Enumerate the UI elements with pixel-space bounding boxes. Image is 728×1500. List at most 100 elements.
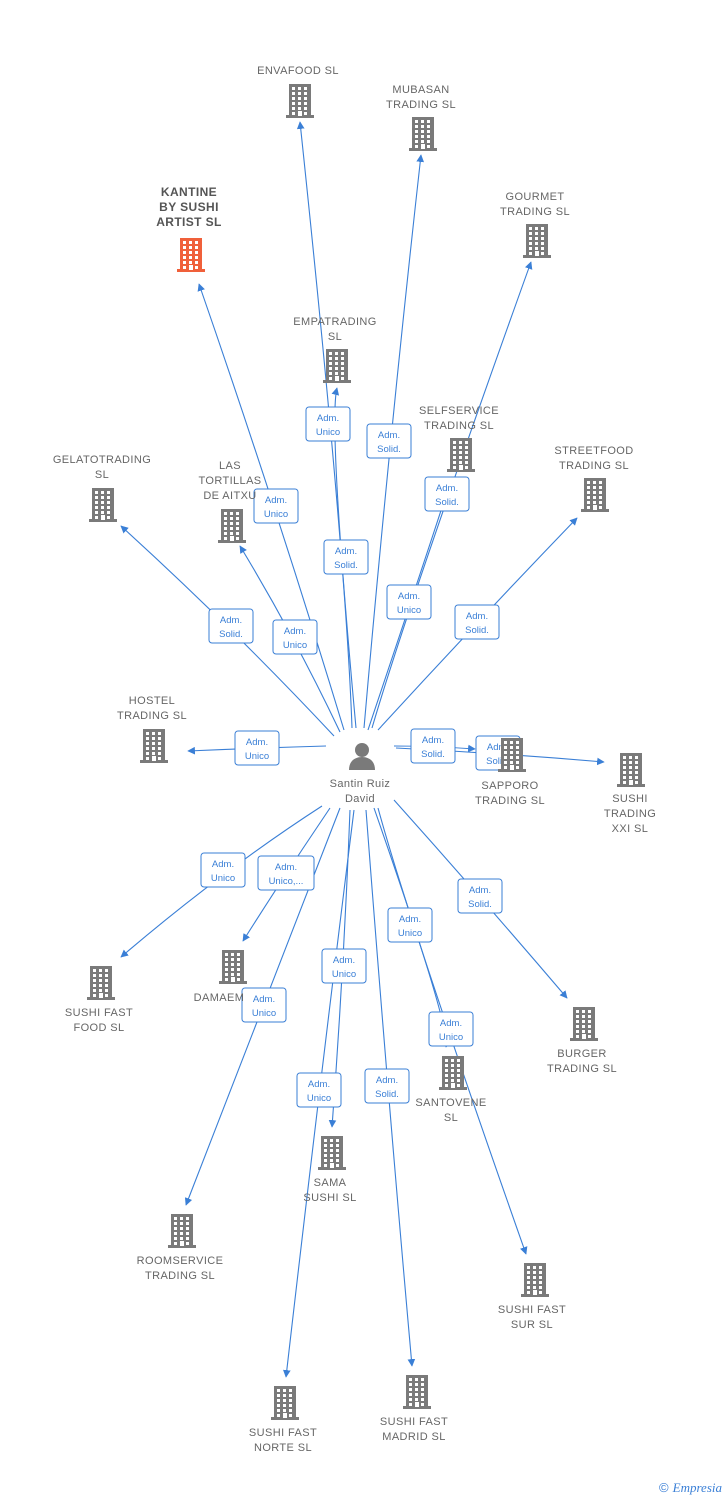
relation-label-lastortillas[interactable]: Adm.Unico [272, 619, 318, 655]
company-name-line: MUBASAN [392, 84, 449, 96]
building-icon [570, 1007, 598, 1041]
company-node-sushixxi[interactable]: SUSHI TRADING XXI SL [604, 753, 656, 835]
relation-text: Unico [245, 751, 269, 762]
building-icon [447, 438, 475, 472]
footer-brand[interactable]: ©Empresia [659, 1480, 722, 1496]
company-name-line: STREETFOOD [554, 445, 633, 457]
relation-text: Solid. [435, 497, 459, 508]
company-node-sushifastnorte[interactable]: SUSHI FAST NORTE SL [249, 1386, 317, 1454]
relation-text: Adm. [399, 914, 421, 925]
relation-label-mubasan[interactable]: Adm.Solid. [366, 423, 412, 459]
company-name-line: TRADING SL [547, 1063, 617, 1075]
relation-text: Solid. [377, 444, 401, 455]
edge-envafood [296, 121, 353, 729]
company-name-line: ARTIST SL [156, 215, 222, 229]
relation-text: Adm. [333, 955, 355, 966]
relation-label-hostel[interactable]: Adm.Unico [234, 730, 280, 766]
company-name-line: SUSHI [612, 793, 648, 805]
relation-text: Adm. [436, 483, 458, 494]
person-icon [349, 743, 375, 770]
company-name-line: TRADING SL [145, 1270, 215, 1282]
company-name-line: SUSHI SL [303, 1192, 356, 1204]
relation-label-burger[interactable]: Adm.Solid. [457, 878, 503, 914]
relation-label-streetfood[interactable]: Adm.Solid. [454, 604, 500, 640]
company-name-line: TORTILLAS [198, 475, 261, 487]
person-node[interactable]: Santin Ruiz David [330, 743, 391, 805]
relation-label-sushifastmadrid[interactable]: Adm. Solid. [364, 1068, 410, 1104]
company-name-line: SUSHI FAST [65, 1007, 133, 1019]
company-name-line: NORTE SL [254, 1442, 312, 1454]
relation-text: Adm. [376, 1075, 398, 1086]
relation-text: Adm. [440, 1018, 462, 1029]
building-icon [219, 950, 247, 984]
company-node-streetfood[interactable]: STREETFOOD TRADING SL [554, 445, 633, 512]
building-icon [439, 1056, 467, 1090]
relation-text: Adm. [308, 1079, 330, 1090]
company-name-line: SL [328, 331, 342, 343]
company-node-santovene[interactable]: SANTOVENE SL [415, 1056, 486, 1124]
company-node-mubasan[interactable]: MUBASAN TRADING SL [386, 84, 456, 151]
company-name-line: DAMAEM [194, 992, 245, 1004]
company-name-line: KANTINE [161, 185, 217, 199]
company-name-line: SUSHI FAST [249, 1427, 317, 1439]
company-name-line: XXI SL [612, 823, 649, 835]
relation-label-empatrading[interactable]: Adm.Unico [305, 406, 351, 442]
building-icon [403, 1375, 431, 1409]
building-icon [318, 1136, 346, 1170]
copyright-symbol: © [659, 1480, 669, 1495]
company-name-line: BY SUSHI [159, 200, 219, 214]
company-node-damaem[interactable]: DAMAEM [194, 950, 247, 1004]
company-name-line: DE AITXU [203, 490, 256, 502]
company-name-line: SAMA [314, 1177, 347, 1189]
relation-label-roomservice[interactable]: Adm.Unico [241, 987, 287, 1023]
brand-name: Empresia [672, 1480, 722, 1495]
relation-label-sama[interactable]: Adm. Unico [321, 948, 367, 984]
company-name-line: TRADING SL [559, 460, 629, 472]
relation-text: Adm. [487, 742, 509, 753]
relation-text: Unico [283, 640, 307, 651]
company-node-sama[interactable]: SAMA SUSHI SL [303, 1136, 356, 1204]
relation-text: Adm. [212, 859, 234, 870]
relation-text: Solid. [468, 899, 492, 910]
relation-label-kantine[interactable]: Adm.Unico [253, 488, 299, 524]
relation-label-sushifastfood[interactable]: Adm.Unico [200, 852, 246, 888]
relation-label-sushifastnorte[interactable]: Adm.Unico [296, 1072, 342, 1108]
relation-label-gourmet[interactable]: Adm.Unico [386, 584, 432, 620]
building-icon [617, 753, 645, 787]
company-name-line: SL [95, 469, 109, 481]
relation-label-damaem[interactable]: Adm.Unico,... [257, 855, 315, 891]
company-node-burger[interactable]: BURGER TRADING SL [547, 1007, 617, 1075]
relation-text: Adm. [275, 862, 297, 873]
company-node-envafood[interactable]: ENVAFOOD SL [257, 65, 339, 118]
relation-text: Solid. [375, 1089, 399, 1100]
company-name-line: SANTOVENE [415, 1097, 486, 1109]
building-icon [140, 729, 168, 763]
company-name-line: TRADING [604, 808, 656, 820]
relation-label-selfservice[interactable]: Adm. Solid. [424, 476, 470, 512]
relation-label-sapporo[interactable]: Adm.Solid. [410, 728, 456, 764]
relation-text: Unico [252, 1008, 276, 1019]
relation-label-sushifastsur[interactable]: Adm.Unico [387, 907, 433, 943]
relation-text: Unico [332, 969, 356, 980]
company-name-line: SL [444, 1112, 458, 1124]
relation-label-santovene[interactable]: Adm.Unico [428, 1011, 474, 1047]
company-name-line: BURGER [557, 1048, 606, 1060]
company-name-line: ENVAFOOD SL [257, 65, 339, 77]
company-name-line: TRADING SL [386, 99, 456, 111]
relation-label-gelatotrading[interactable]: Adm.Solid. [208, 608, 254, 644]
building-icon [271, 1386, 299, 1420]
relation-label-envafood[interactable]: Adm.Solid. [323, 539, 369, 575]
relation-text: Adm. [265, 495, 287, 506]
